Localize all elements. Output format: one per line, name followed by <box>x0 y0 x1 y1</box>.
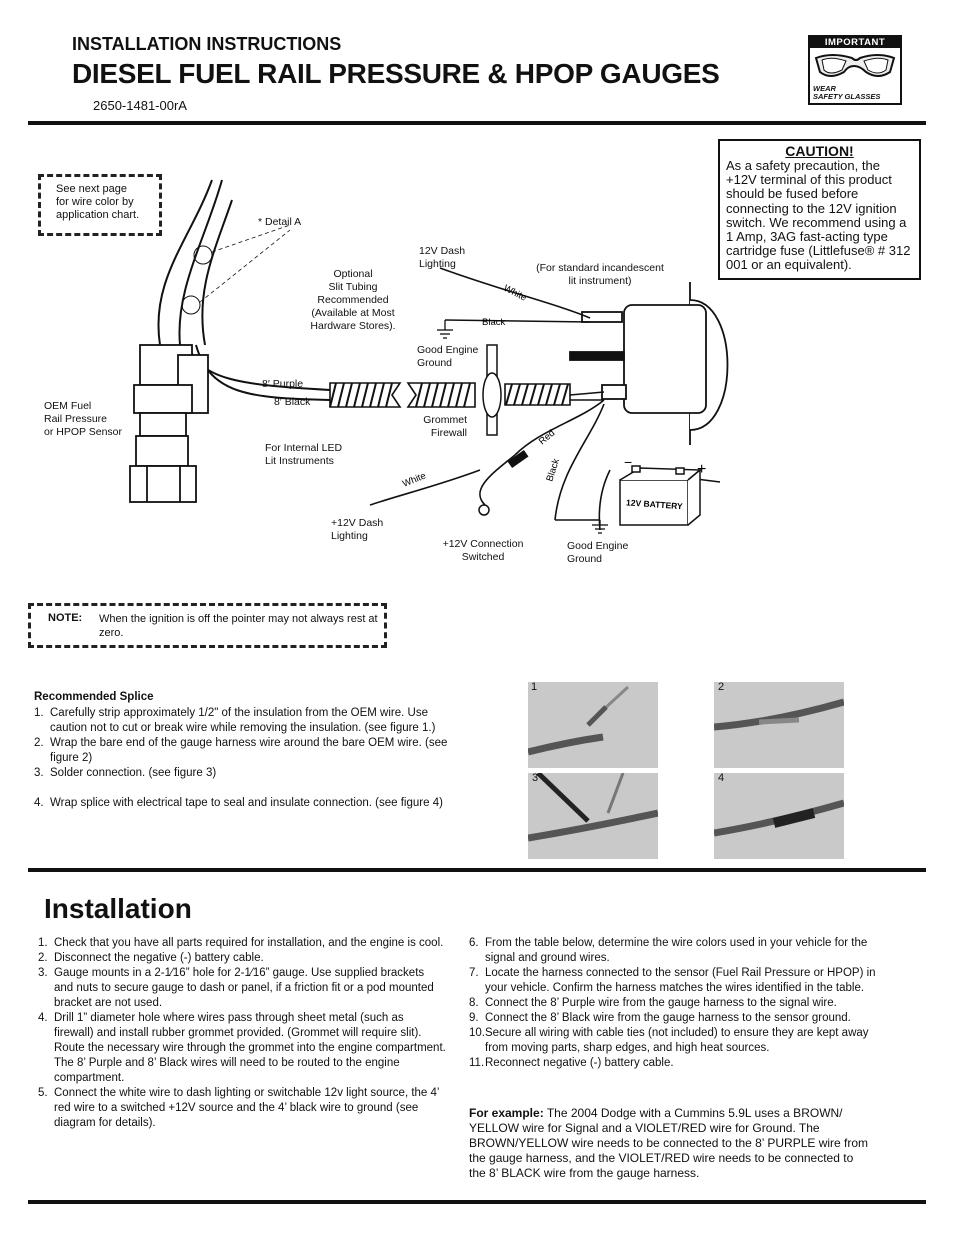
switched-connector <box>478 504 490 516</box>
splice-step: 3.Solder connection. (see figure 3) <box>34 767 217 779</box>
ground-symbols <box>437 320 608 534</box>
wire-label-black-8: 8′ Black <box>274 396 311 408</box>
firewall <box>482 344 502 436</box>
figure-number: 4 <box>718 772 725 784</box>
caution-body: As a safety precaution, the +12V termina… <box>726 158 911 273</box>
gauge <box>569 282 729 445</box>
installation-step: 8.Connect the 8’ Purple wire from the ga… <box>469 997 837 1009</box>
battery-plus: + <box>697 461 706 478</box>
installation-step: 1.Check that you have all parts required… <box>38 937 444 949</box>
battery-minus: − <box>624 454 632 470</box>
note-text: When the ignition is off the pointer may… <box>99 613 378 639</box>
battery-label: 12V BATTERY <box>626 497 684 511</box>
splice-step: 4.Wrap splice with electrical tape to se… <box>34 797 443 809</box>
note-box <box>28 603 387 648</box>
installation-step: 7.Locate the harness connected to the se… <box>469 967 876 994</box>
footer-divider <box>28 1200 926 1204</box>
installation-step: 11.Reconnect negative (-) battery cable. <box>469 1057 674 1069</box>
figure-number: 3 <box>532 772 539 784</box>
wire-label-white-bottom: White <box>401 470 428 489</box>
installation-steps-right: 6.From the table below, determine the wi… <box>469 936 894 1071</box>
installation-steps-left: 1.Check that you have all parts required… <box>38 936 446 1131</box>
section-divider <box>28 868 926 872</box>
installation-step: 5.Connect the white wire to dash lightin… <box>38 1087 440 1129</box>
badge-wear-label: WEAR SAFETY GLASSES <box>813 84 881 101</box>
note-label: NOTE: <box>48 612 83 624</box>
wire-label-white-top: White <box>502 283 529 304</box>
inline-fuse <box>507 449 529 469</box>
splice-figure-4 <box>714 773 844 859</box>
installation-step: 9.Connect the 8’ Black wire from the gau… <box>469 1012 851 1024</box>
splice-figure-2 <box>714 682 844 768</box>
splice-steps: 1.Carefully strip approximately 1/2" of … <box>34 706 459 811</box>
installation-title: Installation <box>44 893 192 924</box>
installation-step: 10.Secure all wiring with cable ties (no… <box>469 1027 869 1054</box>
installation-step: 3.Gauge mounts in a 2-1⁄16” hole for 2-1… <box>38 967 434 1009</box>
splice-step: 1.Carefully strip approximately 1/2" of … <box>34 707 436 734</box>
safety-glasses-badge: IMPORTANT WEAR SAFETY GLASSES <box>808 35 902 105</box>
example-label: For example: <box>469 1106 544 1120</box>
example-text: The 2004 Dodge with a Cummins 5.9L uses … <box>469 1106 869 1180</box>
detail-a-marker <box>193 245 213 265</box>
see-next-page-box <box>38 174 162 236</box>
detail-a-marker-2 <box>181 295 201 315</box>
splice-figure-1 <box>528 682 658 768</box>
wire-label-black-top: Black <box>482 317 505 328</box>
figure-number: 1 <box>531 681 538 693</box>
splice-step: 2.Wrap the bare end of the gauge harness… <box>34 737 448 764</box>
badge-important-label: IMPORTANT <box>810 37 900 48</box>
wire-label-red: Red <box>537 428 557 448</box>
battery-12v <box>619 465 702 526</box>
splice-heading: Recommended Splice <box>34 691 154 703</box>
detail-a-label: * Detail A <box>258 216 302 228</box>
oem-sensor <box>129 344 209 503</box>
header-divider <box>28 121 926 125</box>
wire-label-purple: 8′ Purple <box>262 378 304 390</box>
figure-number: 2 <box>718 681 725 693</box>
installation-step: 4.Drill 1” diameter hole where wires pas… <box>38 1012 446 1084</box>
caution-box: CAUTION! As a safety precaution, the +12… <box>718 139 921 280</box>
installation-step: 2.Disconnect the negative (-) battery ca… <box>38 952 264 964</box>
wire-label-black-bottom: Black <box>544 457 562 483</box>
tubing-stripes <box>329 382 569 408</box>
splice-figure-3 <box>528 773 658 859</box>
installation-example: For example: The 2004 Dodge with a Cummi… <box>469 1106 869 1181</box>
document-subtitle: INSTALLATION INSTRUCTIONS <box>72 34 342 54</box>
document-title: DIESEL FUEL RAIL PRESSURE & HPOP GAUGES <box>72 58 720 89</box>
part-code: 2650-1481-00rA <box>93 98 187 113</box>
installation-step: 6.From the table below, determine the wi… <box>469 937 868 964</box>
caution-heading: CAUTION! <box>785 143 854 159</box>
see-next-page-text: See next page for wire color by applicat… <box>56 183 140 221</box>
safety-glasses-icon <box>814 54 896 77</box>
wiring-diagram: 12V BATTERY − + White Black White Red Bl… <box>129 179 729 534</box>
